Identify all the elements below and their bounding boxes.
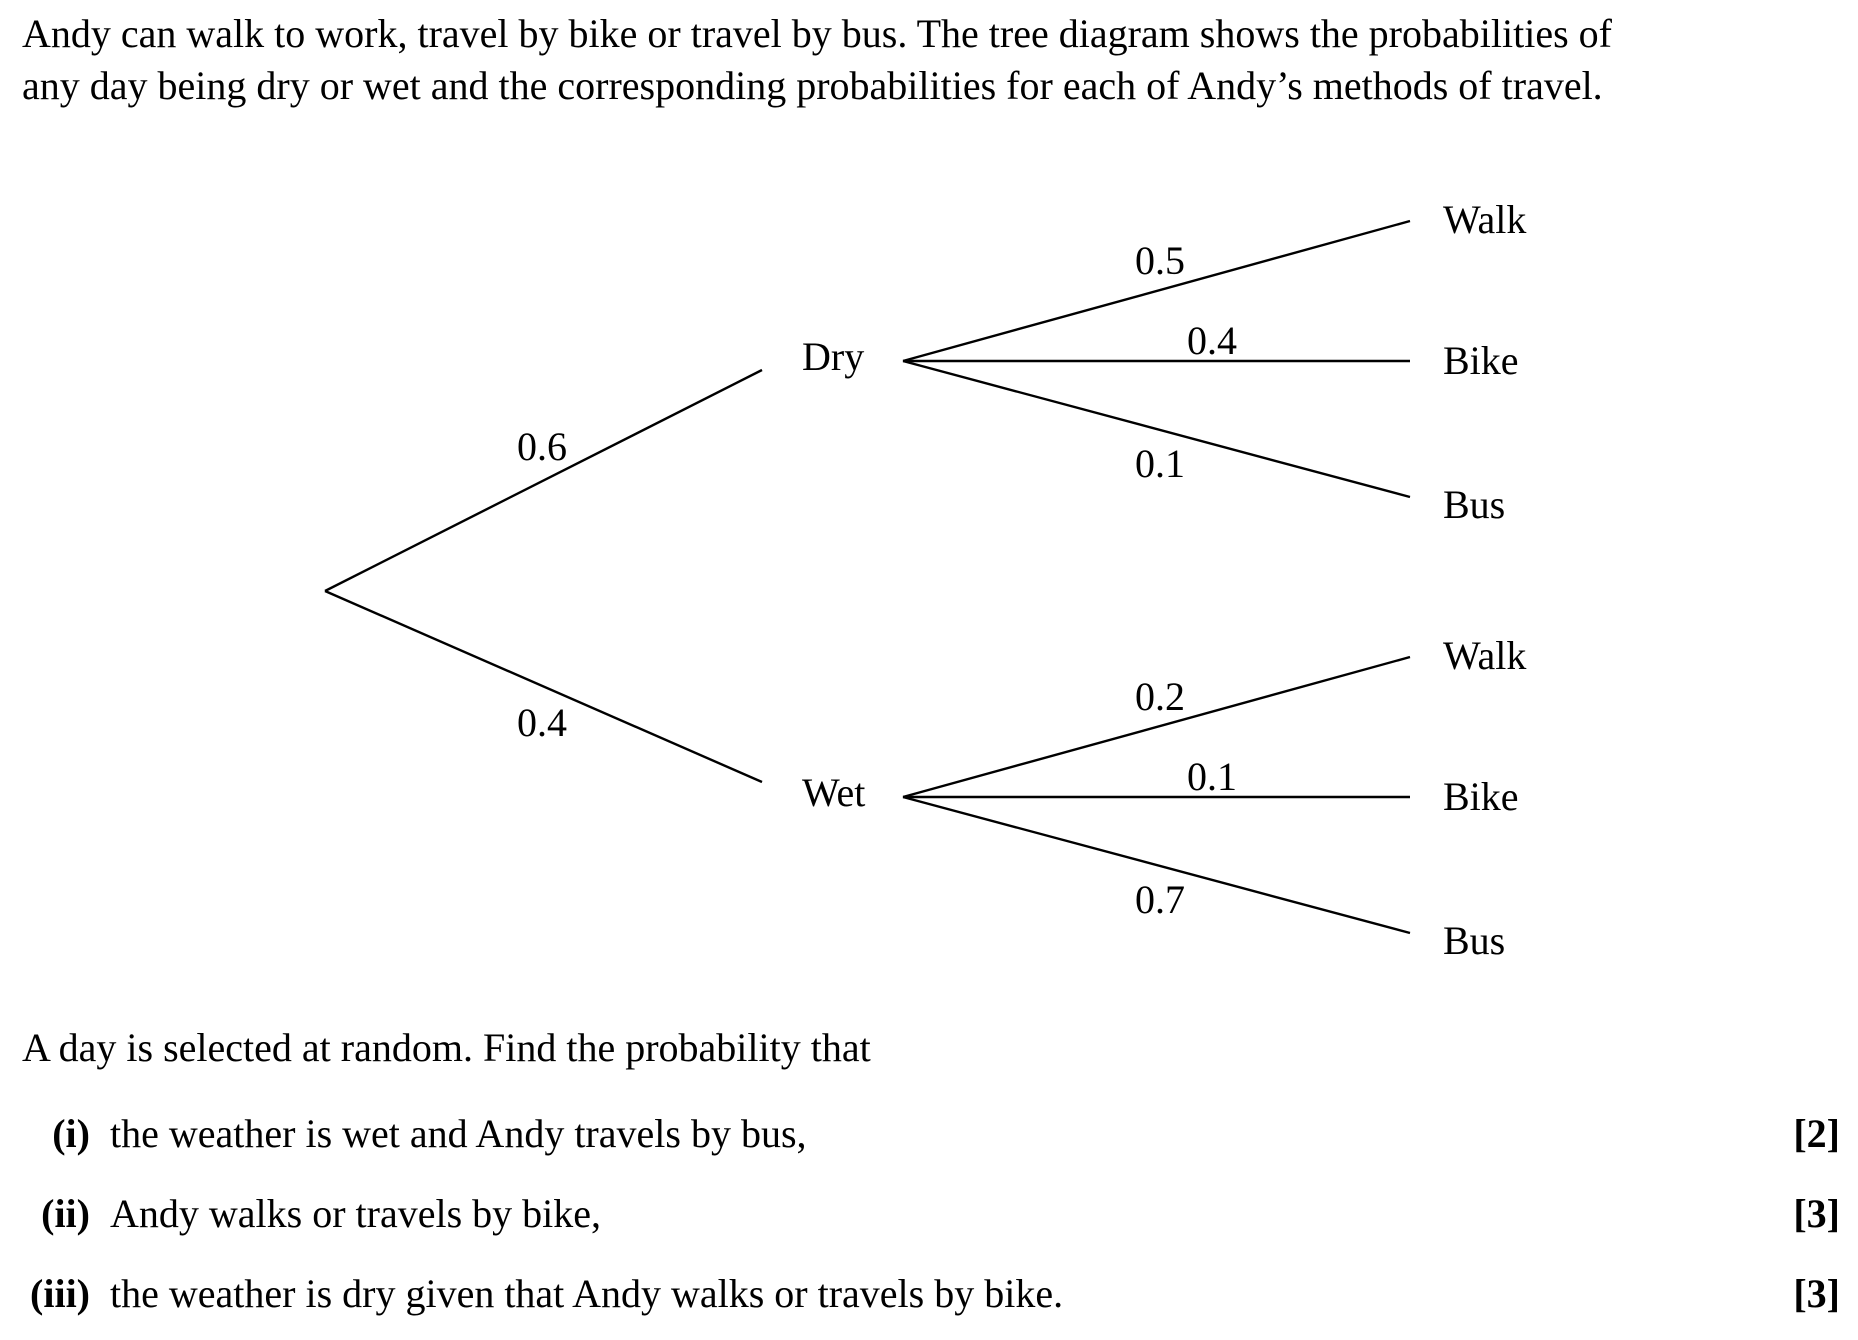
part-label: (i) [52,1111,90,1156]
node-dry: Dry [802,334,864,379]
part-marks: [2] [1793,1111,1840,1156]
part-marks: [3] [1793,1191,1840,1236]
part-text: the weather is dry given that Andy walks… [110,1271,1064,1316]
branch-dry-walk [902,219,1411,363]
branch-wet-walk [902,655,1411,799]
outcome-wet-bike: Bike [1443,774,1519,819]
outcome-wet-bus: Bus [1443,918,1505,963]
branch-root-wet [324,589,763,784]
prob-dry-bus: 0.1 [1135,441,1185,486]
part-marks: [3] [1793,1271,1840,1316]
outcome-dry-walk: Walk [1443,197,1526,242]
intro-paragraph: Andy can walk to work, travel by bike or… [22,8,1842,112]
question-part-iii: (iii) the weather is dry given that Andy… [0,1268,1858,1320]
prob-dry: 0.6 [517,424,567,469]
branch-wet-bus [902,795,1411,935]
part-label: (ii) [41,1191,90,1236]
prob-wet: 0.4 [517,700,567,745]
part-text: the weather is wet and Andy travels by b… [110,1111,807,1156]
prob-wet-bus: 0.7 [1135,877,1185,922]
prob-wet-walk: 0.2 [1135,674,1185,719]
part-label: (iii) [30,1271,90,1316]
outcome-dry-bus: Bus [1443,482,1505,527]
intro-line-2: any day being dry or wet and the corresp… [22,63,1603,108]
prob-wet-bike: 0.1 [1187,754,1237,799]
intro-line-1: Andy can walk to work, travel by bike or… [22,11,1612,56]
part-text: Andy walks or travels by bike, [110,1191,602,1236]
question-part-i: (i) the weather is wet and Andy travels … [0,1108,1858,1160]
branch-root-dry [324,368,763,593]
branch-dry-bus [902,359,1411,499]
question-part-ii: (ii) Andy walks or travels by bike, [3] [0,1188,1858,1240]
outcome-dry-bike: Bike [1443,338,1519,383]
prob-dry-bike: 0.4 [1187,318,1237,363]
question-prompt: A day is selected at random. Find the pr… [22,1025,871,1070]
outcome-wet-walk: Walk [1443,633,1526,678]
prob-dry-walk: 0.5 [1135,238,1185,283]
node-wet: Wet [802,770,865,815]
